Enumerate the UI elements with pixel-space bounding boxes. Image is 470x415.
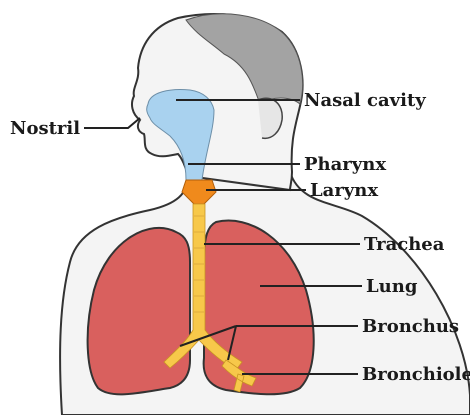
label-nasal-cavity: Nasal cavity: [304, 90, 426, 111]
label-lung: Lung: [366, 276, 418, 297]
label-bronchus: Bronchus: [362, 316, 459, 337]
label-pharynx: Pharynx: [304, 154, 386, 175]
nostril-leader: [84, 118, 140, 128]
label-bronchiole: Bronchiole: [362, 364, 470, 385]
label-trachea: Trachea: [364, 234, 445, 255]
label-larynx: Larynx: [310, 180, 378, 201]
label-nostril: Nostril: [10, 118, 80, 139]
